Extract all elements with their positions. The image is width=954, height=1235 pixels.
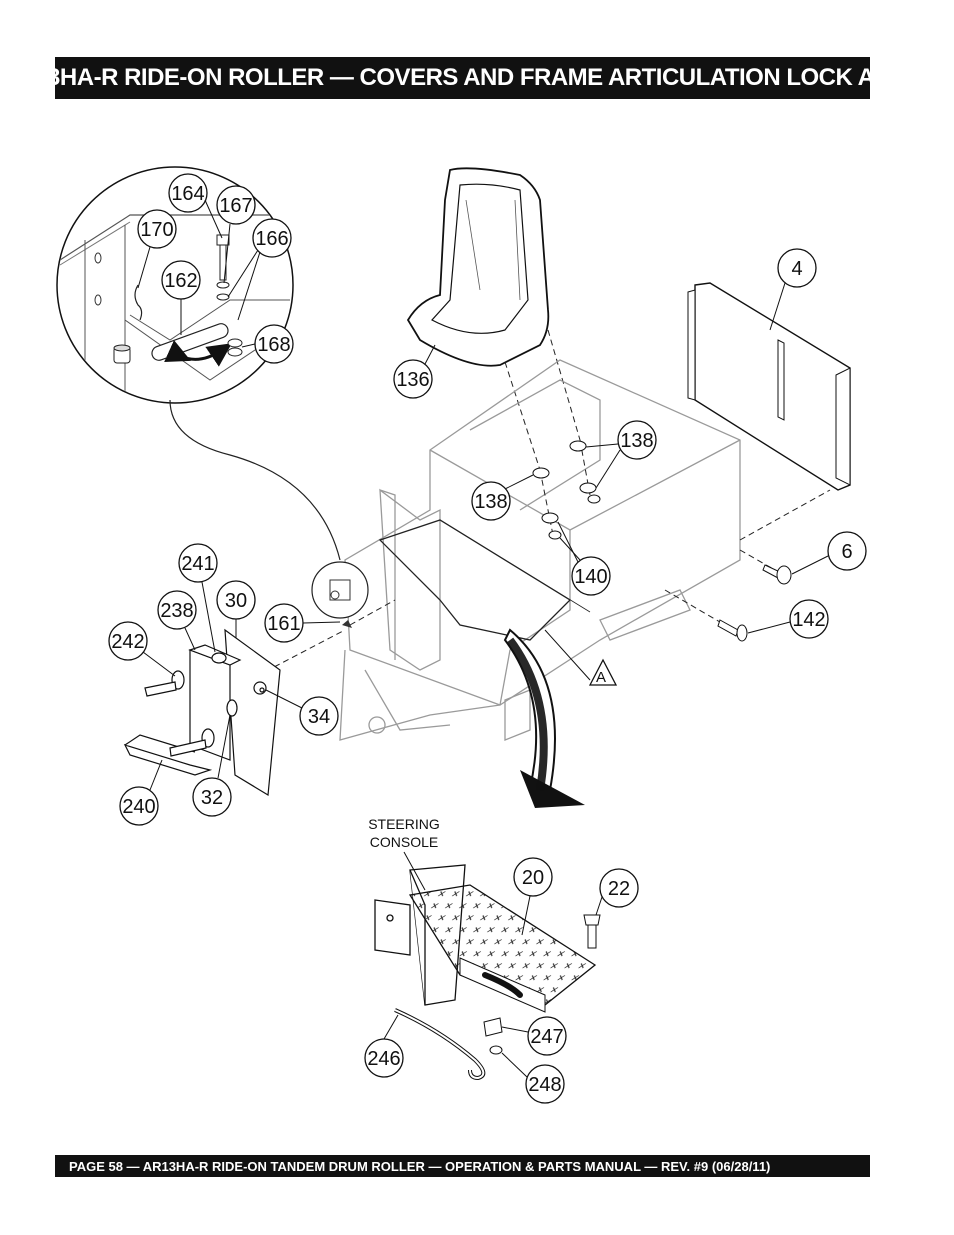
steering-console-note: STEERING CONSOLE bbox=[368, 816, 440, 891]
callout-240: 240 bbox=[119, 759, 163, 826]
svg-text:166: 166 bbox=[255, 228, 288, 250]
svg-text:4: 4 bbox=[791, 258, 802, 280]
callout-138-left: 138 bbox=[471, 474, 534, 521]
svg-text:138: 138 bbox=[474, 491, 507, 513]
svg-text:242: 242 bbox=[111, 631, 144, 653]
svg-text:136: 136 bbox=[396, 369, 429, 391]
svg-text:238: 238 bbox=[160, 600, 193, 622]
svg-text:138: 138 bbox=[620, 430, 653, 452]
articulation-lock-marker bbox=[311, 561, 369, 628]
callouts: 164 167 170 166 162 168 136 4 138 138 14… bbox=[108, 173, 867, 1104]
callout-242: 242 bbox=[108, 621, 176, 677]
floor-plate-20-illustration bbox=[408, 884, 597, 1013]
callout-247: 247 bbox=[501, 1016, 567, 1056]
page-title: AR13HA-R RIDE-ON ROLLER — COVERS AND FRA… bbox=[0, 64, 925, 91]
callout-241: 241 bbox=[178, 543, 218, 653]
callout-162: 162 bbox=[161, 260, 201, 335]
callout-22: 22 bbox=[595, 868, 639, 916]
svg-text:240: 240 bbox=[122, 796, 155, 818]
fasteners-bottom bbox=[394, 914, 601, 1081]
svg-text:162: 162 bbox=[164, 270, 197, 292]
svg-text:22: 22 bbox=[608, 878, 630, 900]
svg-text:34: 34 bbox=[308, 706, 330, 728]
svg-text:142: 142 bbox=[792, 609, 825, 631]
callout-167: 167 bbox=[216, 185, 256, 284]
callout-34: 34 bbox=[265, 689, 339, 736]
footer-text: PAGE 58 — AR13HA-R RIDE-ON TANDEM DRUM R… bbox=[69, 1158, 771, 1174]
curved-arrow-head bbox=[520, 770, 585, 808]
callout-32: 32 bbox=[192, 714, 232, 817]
svg-text:248: 248 bbox=[528, 1074, 561, 1096]
svg-text:164: 164 bbox=[171, 183, 204, 205]
callout-170: 170 bbox=[137, 209, 177, 289]
svg-text:32: 32 bbox=[201, 787, 223, 809]
svg-text:6: 6 bbox=[841, 541, 852, 563]
svg-text:241: 241 bbox=[181, 553, 214, 575]
callout-166: 166 bbox=[227, 218, 292, 321]
callout-140: 140 bbox=[557, 521, 611, 596]
detail-marker-a: A bbox=[544, 629, 618, 686]
title-bar: AR13HA-R RIDE-ON ROLLER — COVERS AND FRA… bbox=[1, 57, 925, 99]
callout-168: 168 bbox=[241, 324, 294, 364]
detail-view-articulation-lock bbox=[56, 166, 341, 561]
svg-text:246: 246 bbox=[367, 1048, 400, 1070]
left-bracket-illustration bbox=[123, 628, 281, 797]
washers-nuts bbox=[532, 440, 601, 540]
callout-238: 238 bbox=[157, 590, 197, 651]
callout-4: 4 bbox=[769, 248, 817, 331]
svg-text:167: 167 bbox=[219, 195, 252, 217]
floor-plate-illustration bbox=[378, 519, 591, 641]
callout-164: 164 bbox=[168, 173, 223, 239]
callout-6: 6 bbox=[791, 531, 867, 575]
callout-142: 142 bbox=[747, 599, 829, 639]
svg-text:140: 140 bbox=[574, 566, 607, 588]
svg-text:161: 161 bbox=[267, 613, 300, 635]
steering-note-line1: STEERING bbox=[368, 816, 440, 832]
callout-136: 136 bbox=[393, 344, 436, 399]
callout-161: 161 bbox=[264, 603, 341, 643]
main-frame-illustration bbox=[339, 359, 741, 741]
callout-30: 30 bbox=[216, 580, 256, 638]
svg-text:168: 168 bbox=[257, 334, 290, 356]
cover-panel-illustration bbox=[687, 282, 851, 491]
svg-text:20: 20 bbox=[522, 867, 544, 889]
footer-bar: PAGE 58 — AR13HA-R RIDE-ON TANDEM DRUM R… bbox=[55, 1155, 870, 1177]
callout-246: 246 bbox=[364, 1014, 404, 1078]
svg-text:30: 30 bbox=[225, 590, 247, 612]
detail-marker-label: A bbox=[596, 669, 606, 686]
seat-illustration bbox=[406, 167, 581, 471]
callout-138-right: 138 bbox=[585, 420, 657, 489]
svg-text:247: 247 bbox=[530, 1026, 563, 1048]
bolts-right bbox=[717, 564, 792, 642]
steering-note-line2: CONSOLE bbox=[370, 834, 438, 850]
callout-20: 20 bbox=[513, 857, 553, 936]
callout-248: 248 bbox=[501, 1052, 565, 1104]
svg-text:170: 170 bbox=[140, 219, 173, 241]
